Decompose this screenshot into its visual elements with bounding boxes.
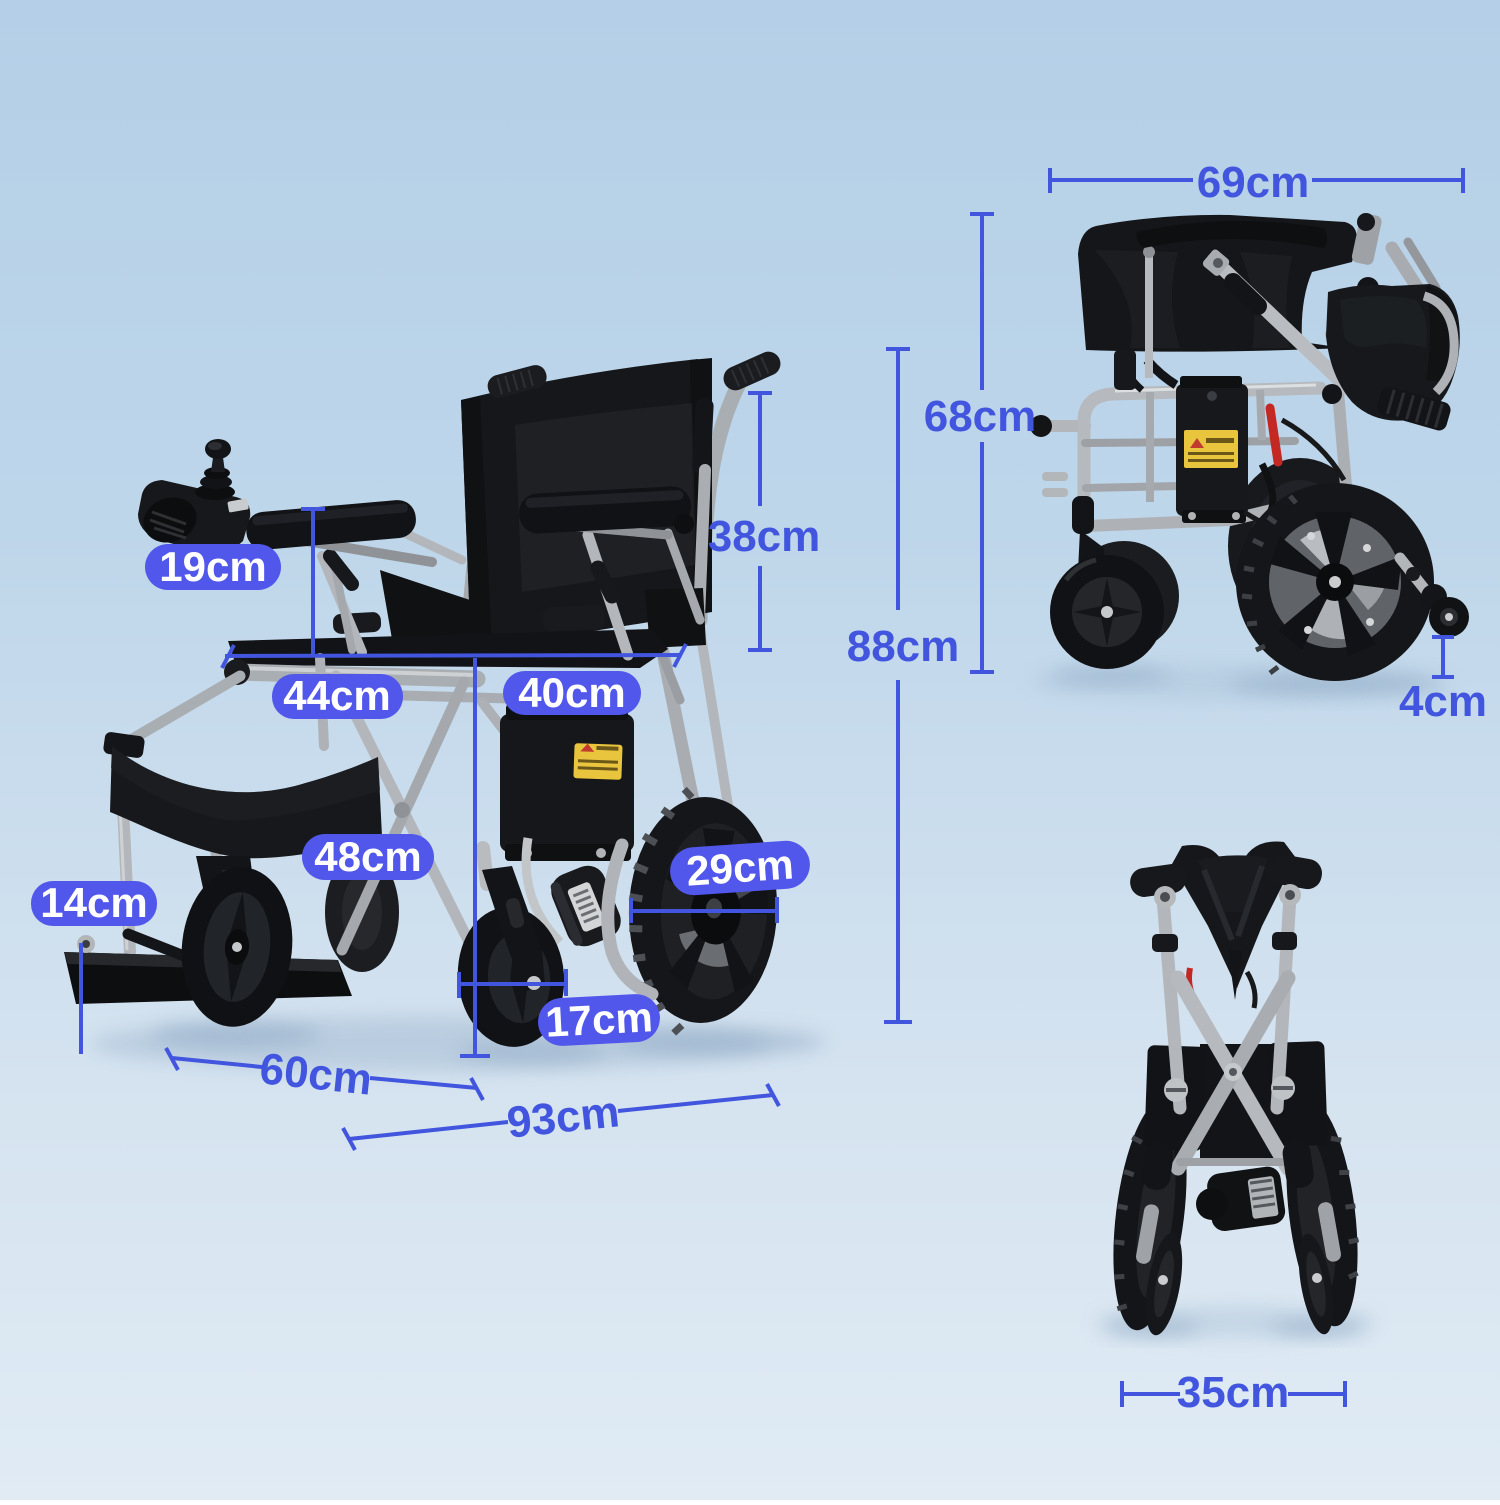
- svg-text:4cm: 4cm: [1399, 677, 1487, 726]
- svg-text:35cm: 35cm: [1177, 1368, 1290, 1417]
- svg-text:48cm: 48cm: [314, 833, 421, 880]
- svg-text:68cm: 68cm: [924, 392, 1037, 441]
- svg-text:88cm: 88cm: [847, 622, 960, 671]
- svg-text:69cm: 69cm: [1197, 158, 1310, 207]
- svg-text:44cm: 44cm: [283, 672, 390, 719]
- svg-text:40cm: 40cm: [518, 669, 625, 716]
- svg-text:19cm: 19cm: [159, 543, 266, 590]
- svg-text:29cm: 29cm: [685, 840, 795, 894]
- svg-text:38cm: 38cm: [708, 512, 821, 561]
- svg-text:14cm: 14cm: [40, 879, 147, 926]
- svg-text:17cm: 17cm: [544, 993, 654, 1046]
